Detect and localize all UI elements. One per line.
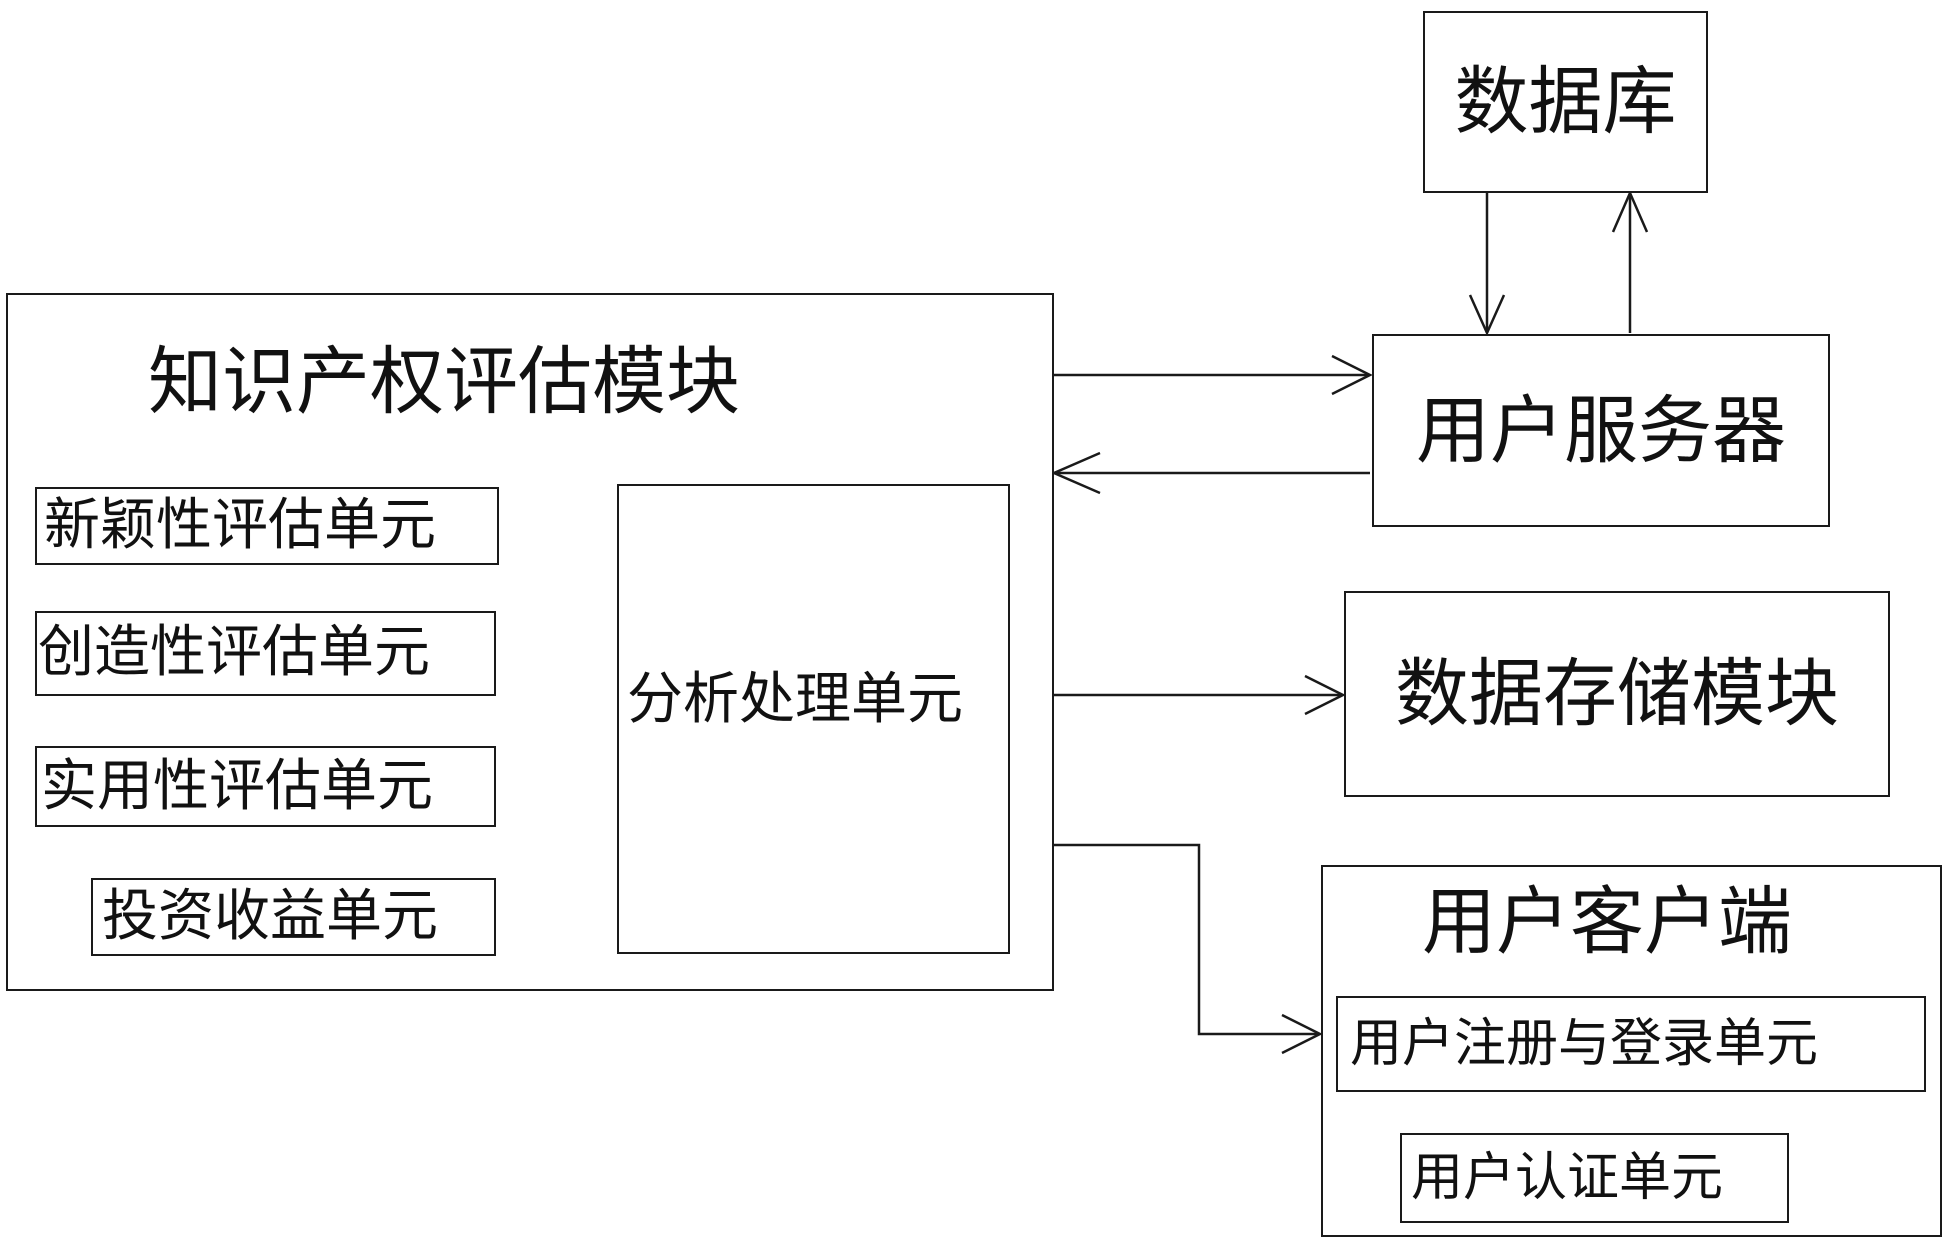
novelty-unit-box [35,487,499,565]
data-storage-label: 数据存储模块 [1395,651,1839,737]
server-to-db-arrowhead [1611,189,1649,233]
server-to-module-arrowhead [1050,451,1101,495]
module-to-client-line [1054,843,1320,1036]
module-to-server-arrowhead [1331,354,1373,396]
data-storage-box: 数据存储模块 [1344,591,1890,797]
db-to-server-arrowhead [1468,294,1506,337]
practicality-unit-box [35,746,496,827]
authentication-unit-box [1400,1133,1789,1223]
register-login-unit-label: 用户注册与登录单元 [1350,1014,1819,1074]
creativity-unit-box [35,611,496,696]
database-box: 数据库 [1423,11,1708,193]
ip-eval-module-title: 知识产权评估模块 [148,339,740,425]
module-to-storage-arrowhead [1304,674,1346,716]
practicality-unit-label: 实用性评估单元 [41,754,433,819]
novelty-unit-label: 新颖性评估单元 [44,493,436,558]
authentication-unit-label: 用户认证单元 [1411,1148,1724,1208]
user-server-box: 用户服务器 [1372,334,1830,527]
analysis-unit-box [617,484,1010,954]
investment-unit-box [91,878,496,956]
user-client-title: 用户客户端 [1422,879,1792,965]
creativity-unit-label: 创造性评估单元 [38,620,430,685]
database-label: 数据库 [1454,59,1677,145]
user-server-label: 用户服务器 [1416,387,1786,474]
analysis-unit-label: 分析处理单元 [627,667,963,732]
register-login-unit-box [1336,996,1926,1092]
module-to-client-arrowhead [1281,1013,1323,1055]
investment-unit-label: 投资收益单元 [102,884,438,949]
